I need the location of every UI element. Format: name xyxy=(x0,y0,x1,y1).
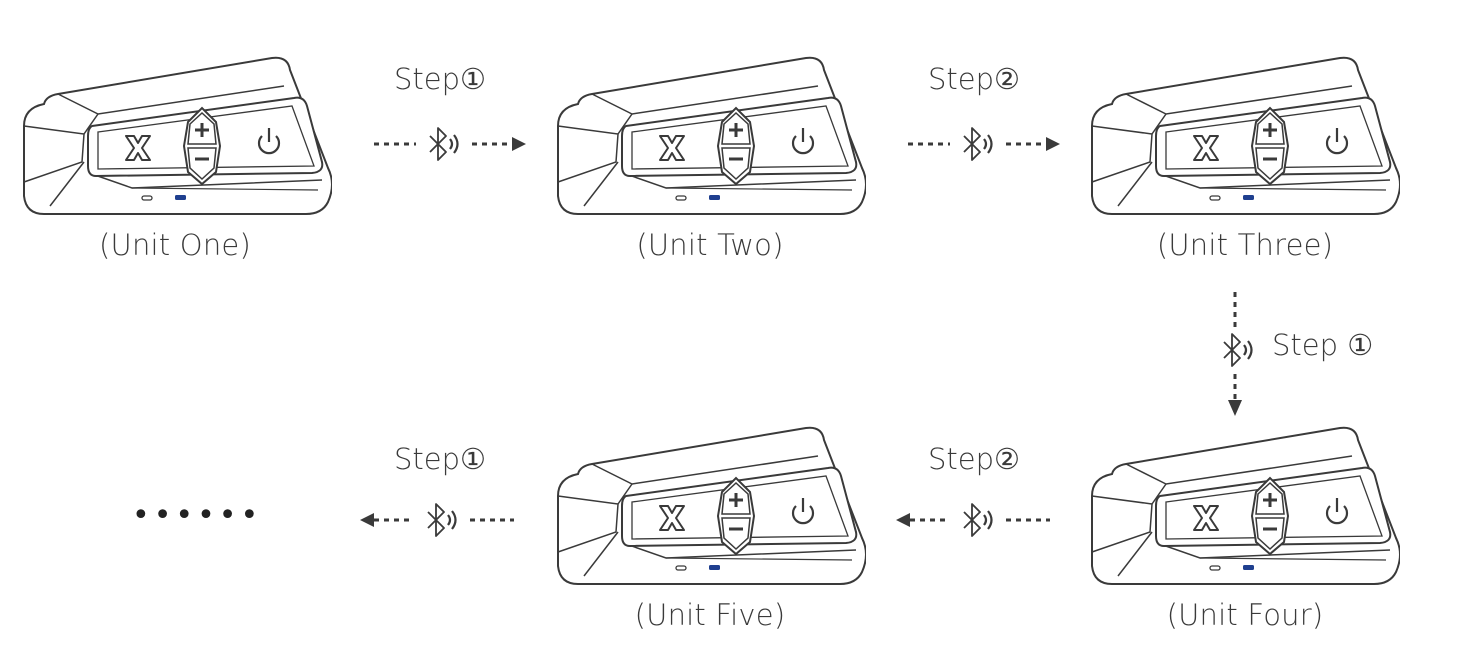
unit-three-device xyxy=(1090,56,1400,216)
step-label-four-five: Step② xyxy=(928,442,1021,476)
step-label-three-four: Step ① xyxy=(1272,328,1374,362)
unit-four-device xyxy=(1090,426,1400,586)
bluetooth-icon xyxy=(1222,332,1253,368)
bluetooth-icon xyxy=(962,126,993,162)
bluetooth-icon xyxy=(428,126,459,162)
unit-two-caption: (Unit Two) xyxy=(636,228,784,262)
continuation-ellipsis: •••••• xyxy=(132,498,263,533)
bluetooth-icon xyxy=(962,502,993,538)
unit-two-device xyxy=(556,56,866,216)
unit-one-device xyxy=(22,56,332,216)
connector-one-two xyxy=(374,126,526,162)
connector-five-more xyxy=(360,502,514,538)
step-label-one-two: Step① xyxy=(394,62,487,96)
unit-one-caption: (Unit One) xyxy=(99,228,251,262)
connector-three-four xyxy=(1222,292,1253,416)
connector-four-five xyxy=(896,502,1050,538)
unit-four-caption: (Unit Four) xyxy=(1166,598,1324,632)
unit-five-caption: (Unit Five) xyxy=(634,598,786,632)
bluetooth-icon xyxy=(426,502,457,538)
unit-five-device xyxy=(556,426,866,586)
connector-two-three xyxy=(908,126,1060,162)
unit-three-caption: (Unit Three) xyxy=(1156,228,1334,262)
step-label-five-more: Step① xyxy=(394,442,487,476)
step-label-two-three: Step② xyxy=(928,62,1021,96)
